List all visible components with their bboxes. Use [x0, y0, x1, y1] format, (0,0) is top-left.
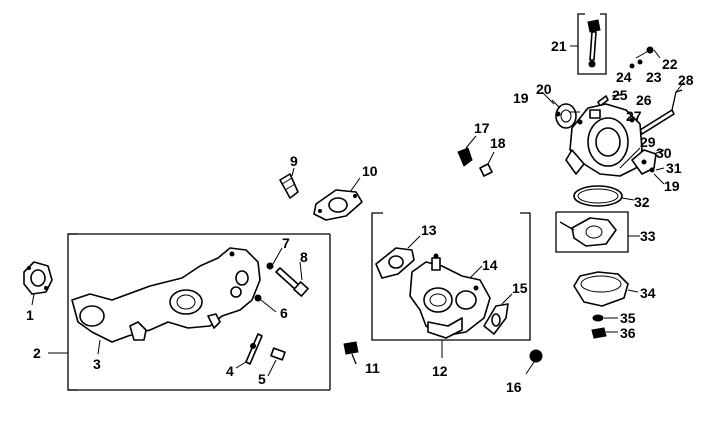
callout-29: 29 [640, 134, 656, 150]
washer-part-31 [649, 167, 665, 173]
callout-25: 25 [612, 87, 628, 103]
gasket-part-30 [631, 149, 665, 175]
callout-12: 12 [432, 363, 448, 379]
screw-part-22 [635, 46, 661, 59]
callout-14: 14 [482, 257, 498, 273]
callout-7: 7 [282, 235, 290, 251]
callout-15: 15 [512, 280, 528, 296]
washer-part-7 [266, 247, 283, 270]
group-bracket-12 [371, 212, 531, 358]
gasket-part-15 [483, 293, 513, 335]
fitting-part-9 [279, 167, 299, 199]
float-part-33 [559, 217, 617, 247]
nut-part-36 [591, 327, 618, 339]
callout-32: 32 [634, 194, 650, 210]
group-bracket-21 [570, 13, 607, 75]
callout-34: 34 [640, 285, 656, 301]
callout-9: 9 [290, 153, 298, 169]
shutoff-part-21 [587, 19, 601, 68]
nut-part-5 [267, 347, 286, 377]
fitting-part-17 [457, 135, 477, 167]
callout-labels: 1 2 3 4 5 6 7 8 9 10 11 12 13 14 15 16 1… [26, 38, 694, 395]
washer-part-6 [254, 294, 277, 313]
gasket-part-1 [23, 261, 53, 306]
carburetor-body-part-29 [565, 103, 643, 177]
callout-28: 28 [678, 72, 694, 88]
callout-5: 5 [258, 371, 266, 387]
callout-19-upper: 19 [513, 90, 529, 106]
gasket-part-10 [313, 177, 363, 221]
callout-16: 16 [506, 379, 522, 395]
callout-30: 30 [656, 145, 672, 161]
carburetor-part-14 [409, 253, 491, 339]
callout-19-lower: 19 [664, 178, 680, 194]
callout-17: 17 [474, 120, 490, 136]
washer-part-23 [637, 59, 643, 65]
rod-part-28 [639, 81, 685, 135]
gasket-part-20 [551, 99, 577, 129]
bolt-part-8 [275, 261, 309, 297]
callout-8: 8 [300, 249, 308, 265]
screw-part-26 [611, 93, 627, 97]
washer-part-35 [592, 314, 618, 322]
stud-part-4 [235, 333, 263, 369]
callout-27: 27 [626, 108, 642, 124]
gasket-part-13 [375, 235, 421, 279]
callout-10: 10 [362, 163, 378, 179]
callout-23: 23 [646, 69, 662, 85]
screw-part-11 [343, 341, 359, 365]
callout-20: 20 [536, 81, 552, 97]
callout-3: 3 [93, 356, 101, 372]
nut-part-16 [525, 349, 543, 375]
callout-33: 33 [640, 228, 656, 244]
fitting-part-18 [479, 151, 495, 177]
callout-6: 6 [280, 305, 288, 321]
group-bracket-33 [555, 211, 640, 253]
callout-2: 2 [33, 345, 41, 361]
washer-part-24 [629, 63, 635, 69]
float-bowl-part-34 [573, 271, 639, 307]
callout-31: 31 [666, 160, 682, 176]
leader-lines [541, 91, 580, 113]
callout-36: 36 [620, 325, 636, 341]
callout-1: 1 [26, 307, 34, 323]
screw-part-19b [653, 173, 665, 185]
group-bracket-2 [48, 233, 331, 391]
callout-13: 13 [421, 222, 437, 238]
callout-24: 24 [616, 69, 632, 85]
callout-4: 4 [226, 363, 234, 379]
callout-22: 22 [662, 56, 678, 72]
callout-26: 26 [636, 92, 652, 108]
callout-11: 11 [365, 360, 380, 376]
callout-35: 35 [620, 310, 636, 326]
callout-18: 18 [490, 135, 506, 151]
intake-manifold-part-3 [71, 247, 261, 355]
callout-21: 21 [551, 38, 567, 54]
o-ring-part-32 [573, 185, 635, 207]
